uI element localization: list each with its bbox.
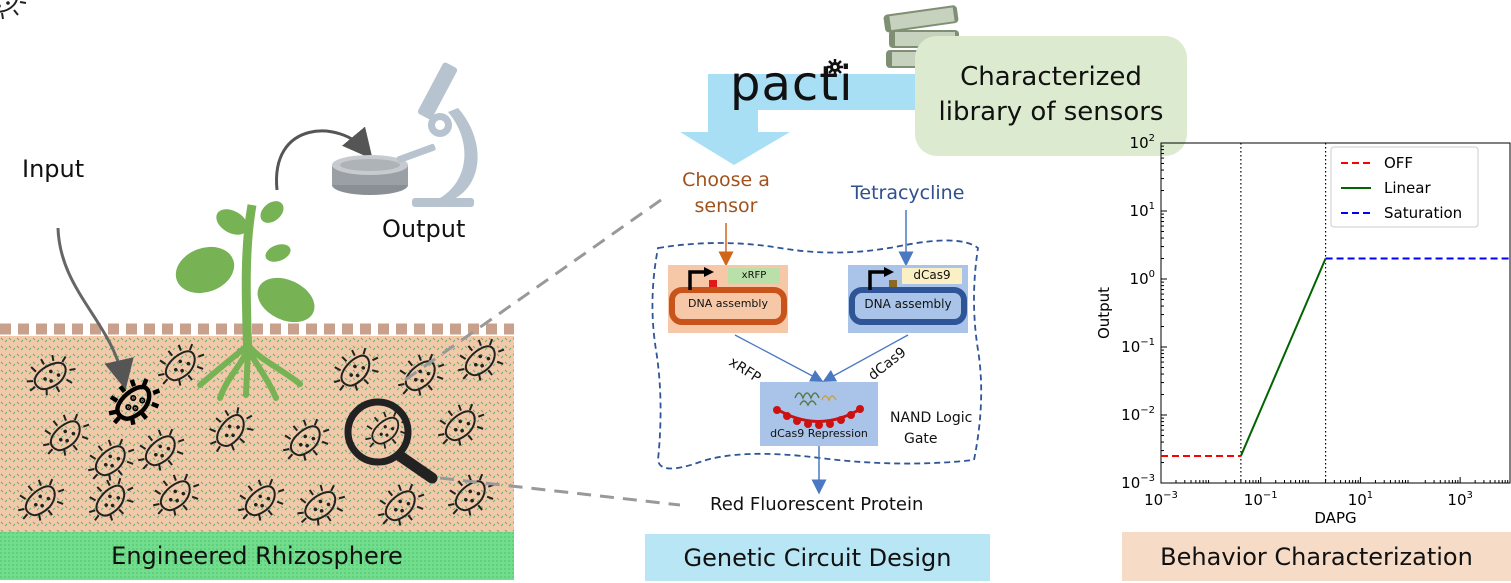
legend-label-linear: Linear	[1384, 179, 1431, 197]
xrfp-gene-label: xRFP	[741, 270, 767, 281]
nand-line1: NAND Logic	[890, 410, 973, 426]
nand-gate-label: NAND Logic Gate	[890, 408, 972, 450]
rhizosphere-title-band	[0, 532, 514, 580]
bacteria-group	[0, 0, 514, 535]
circuit-illustration	[404, 5, 1187, 581]
legend-box	[1330, 146, 1479, 228]
output-arrow	[275, 126, 373, 191]
circuit-title-band	[645, 534, 990, 581]
y-tick-label: 102	[1130, 133, 1155, 152]
y-tick-label: 100	[1130, 269, 1155, 288]
zoom-line-bottom	[439, 476, 681, 507]
circuit-title: Genetic Circuit Design	[683, 543, 952, 572]
choose-line1: Choose a	[682, 169, 770, 191]
dcas9-gene-label: dCas9	[913, 268, 951, 282]
input-label: Input	[22, 155, 85, 183]
rhizosphere-title: Engineered Rhizosphere	[111, 542, 403, 570]
x-tick-label: 101	[1348, 490, 1373, 509]
library-label-line2: library of sensors	[938, 97, 1164, 128]
microscope-icon	[396, 62, 478, 207]
y-tick-label: 10−1	[1121, 337, 1155, 356]
y-tick-label: 101	[1130, 201, 1155, 220]
pacti-logo: pacti	[730, 56, 854, 112]
input-arrow	[56, 227, 134, 390]
legend-label-saturation: Saturation	[1384, 204, 1462, 222]
tetracycline-label: Tetracycline	[851, 182, 965, 204]
series-linear	[1239, 258, 1327, 457]
petri-dish-icon	[332, 155, 408, 195]
dcas9-assembly-label: DNA assembly	[864, 297, 952, 311]
rhizosphere-illustration	[0, 0, 514, 580]
library-box	[915, 36, 1187, 156]
magnifier-icon	[344, 398, 438, 484]
xrfp-assembly-label: DNA assembly	[688, 297, 768, 310]
behavior-title-band	[1122, 532, 1511, 581]
choose-sensor-label: Choose a sensor	[670, 168, 782, 219]
plant-icon	[175, 201, 315, 401]
choose-line2: sensor	[694, 194, 758, 217]
x-tick-label: 10−1	[1244, 490, 1278, 509]
nand-line2: Gate	[904, 431, 938, 447]
zoom-line-top	[404, 193, 669, 382]
library-label: Characterized library of sensors	[915, 60, 1187, 131]
gear-icon	[827, 59, 843, 75]
repression-box	[760, 382, 878, 446]
plot-frame	[1160, 142, 1511, 484]
y-axis-label: Output	[1095, 287, 1113, 339]
library-label-line1: Characterized	[960, 62, 1142, 92]
legend-label-off: OFF	[1384, 154, 1413, 172]
circuit-boundary	[651, 239, 983, 470]
y-tick-label: 10−3	[1121, 473, 1155, 492]
y-tick-label: 10−2	[1121, 405, 1155, 424]
dcas9-protein-icon	[794, 392, 837, 407]
repression-label: dCas9 Repression	[770, 427, 868, 440]
output-label: Output	[382, 215, 466, 243]
x-tick-label: 10−3	[1144, 490, 1178, 509]
behavior-title: Behavior Characterization	[1160, 542, 1473, 571]
red-fluorescent-protein-label: Red Fluorescent Protein	[710, 494, 924, 515]
x-tick-label: 103	[1447, 490, 1472, 509]
x-axis-label: DAPG	[1314, 509, 1356, 527]
